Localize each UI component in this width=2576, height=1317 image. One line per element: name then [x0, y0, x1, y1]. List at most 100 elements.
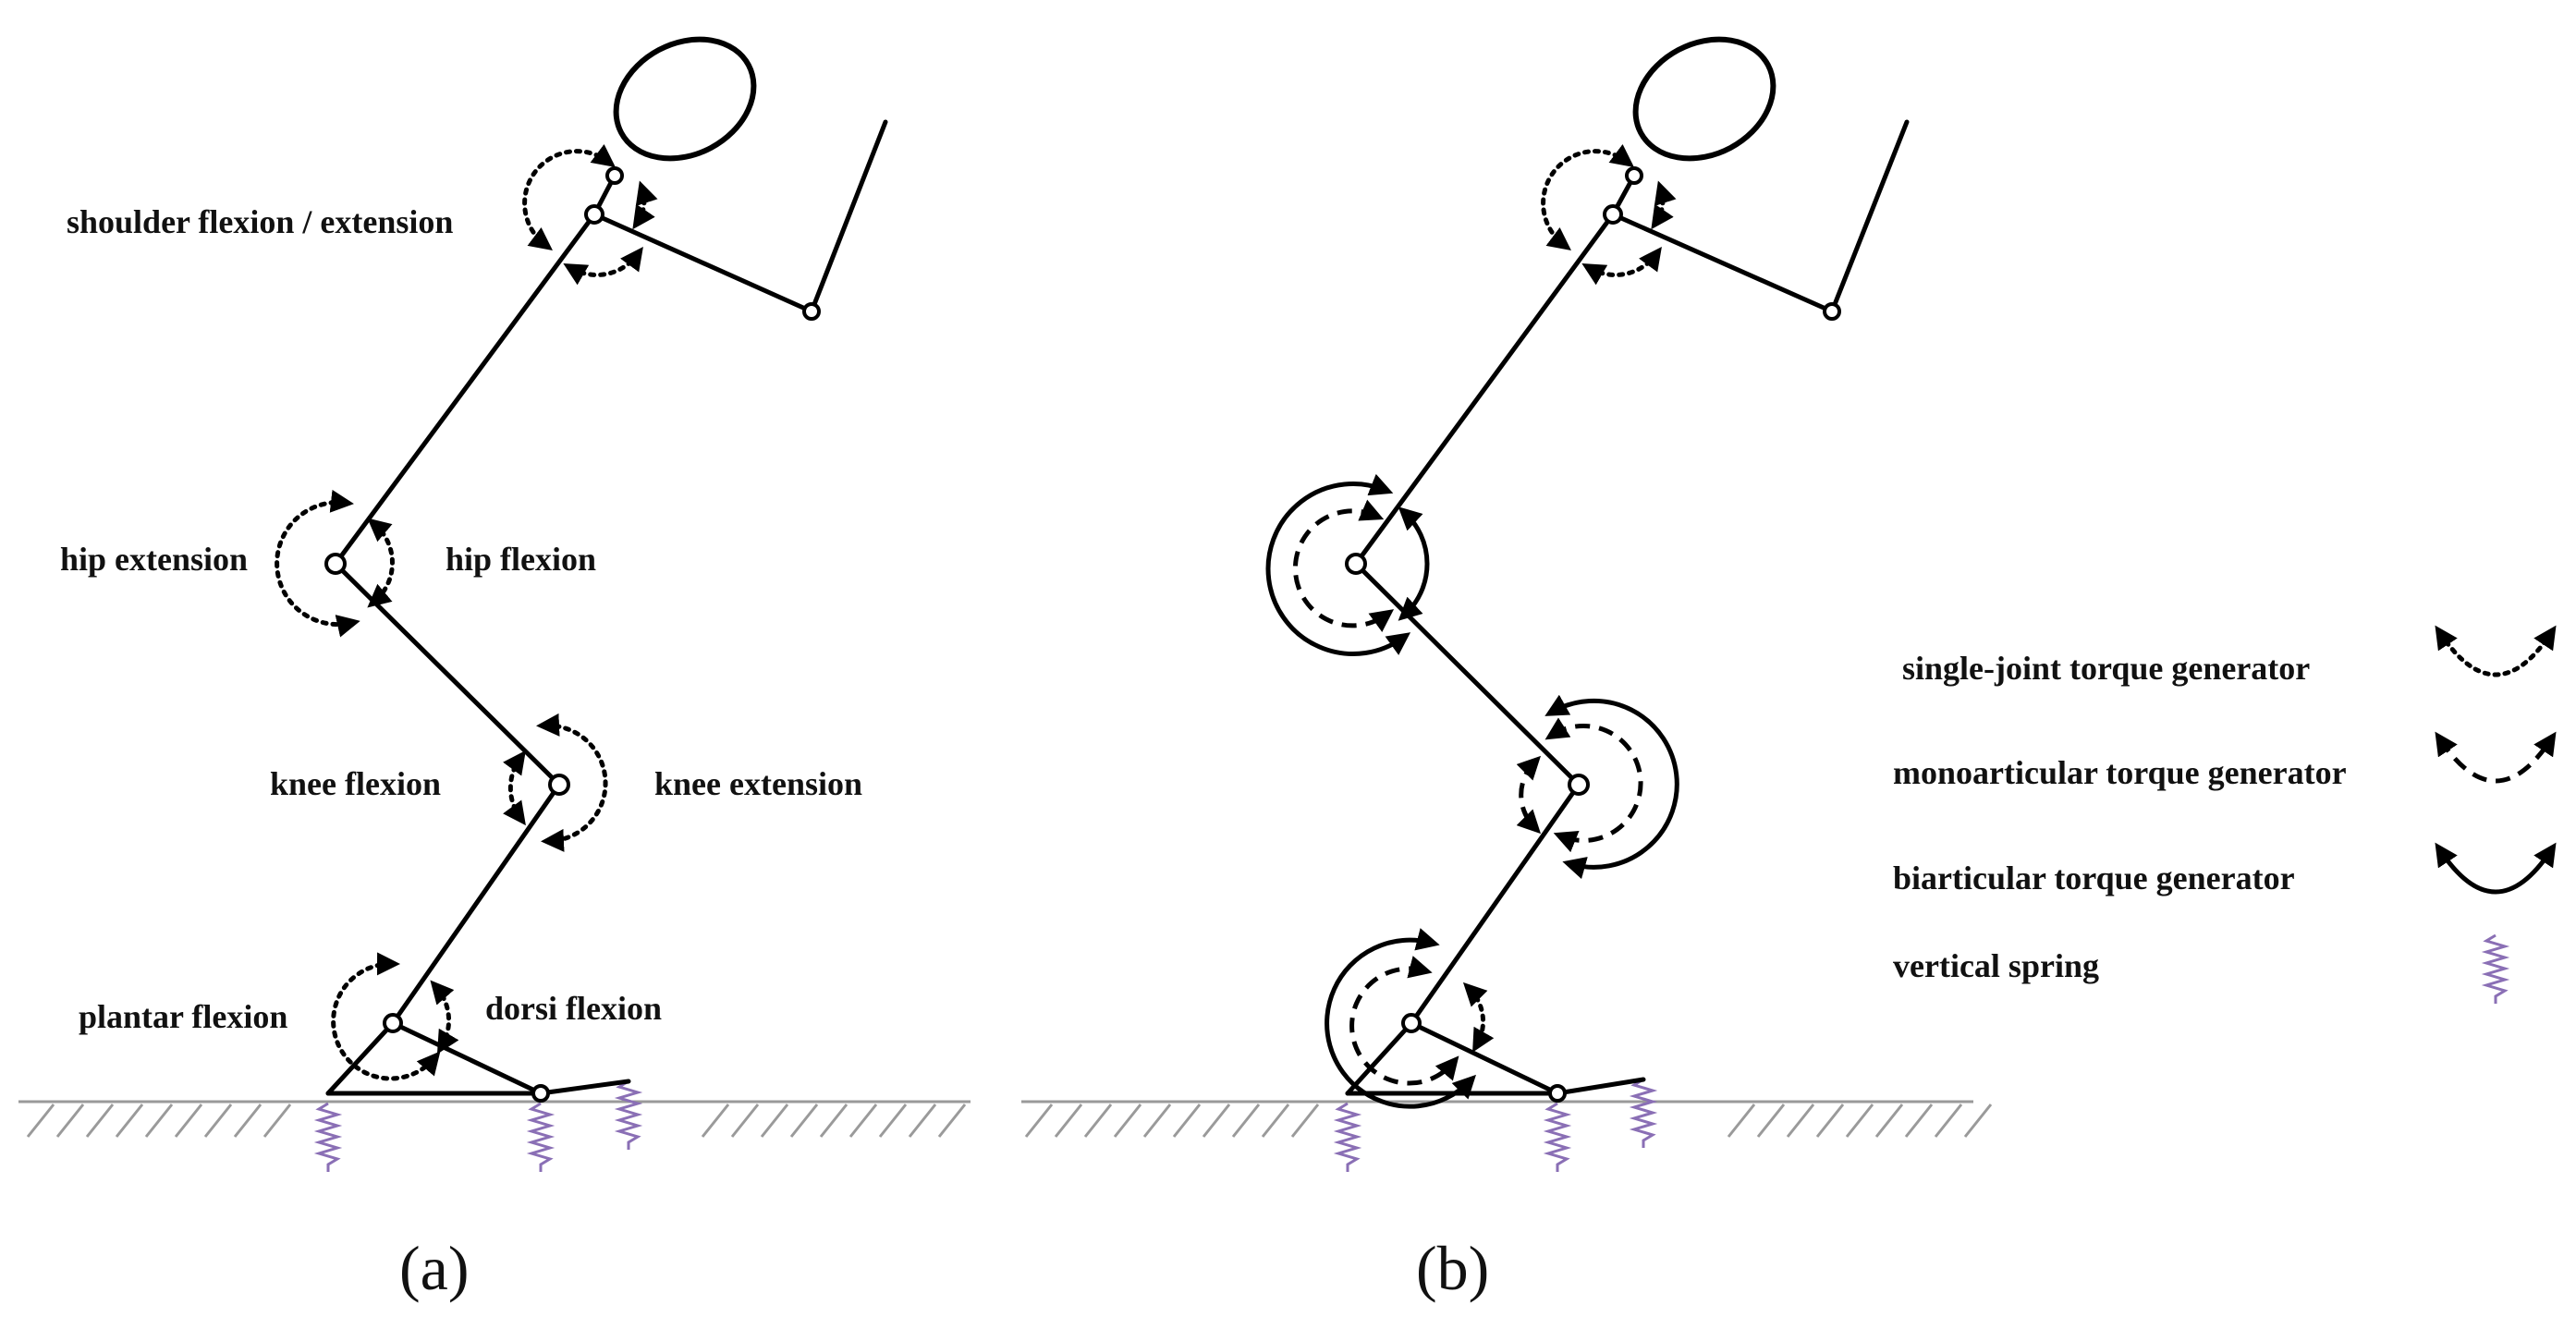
solid-arc-icon	[1265, 473, 1411, 656]
legend-label-spring: vertical spring	[1893, 947, 2099, 984]
hatch-mark	[1054, 1104, 1083, 1138]
hatch-mark	[233, 1104, 262, 1138]
hatch-mark	[1290, 1104, 1320, 1138]
monoarticular-b	[1292, 499, 1643, 1086]
hatch-mark	[144, 1104, 174, 1138]
dashed-arc-icon	[1292, 499, 1395, 632]
hatch-mark	[1845, 1104, 1874, 1138]
torques-b	[1462, 143, 1677, 1053]
dotted-arc-icon	[522, 143, 616, 251]
hatch-mark	[203, 1104, 233, 1138]
hatch-mark	[26, 1104, 55, 1138]
hatch-mark	[1113, 1104, 1142, 1138]
ankle-joint	[1401, 1013, 1422, 1033]
hatch-mark	[1024, 1104, 1054, 1138]
hatch-mark	[1756, 1104, 1786, 1138]
hatch-mark	[908, 1104, 937, 1138]
hatch-mark	[730, 1104, 760, 1138]
hatch-mark	[1934, 1104, 1963, 1138]
label-knee-extension: knee extension	[654, 765, 862, 802]
spring-icon	[526, 1102, 555, 1172]
hatch-mark	[1963, 1104, 1993, 1138]
label-shoulder: shoulder flexion / extension	[67, 203, 453, 240]
hatch-mark	[819, 1104, 848, 1138]
dashed-arc-icon	[1544, 717, 1643, 853]
spring-icon	[1629, 1078, 1658, 1148]
dotted-arc-icon	[430, 980, 459, 1055]
dashed-arc-icon	[1516, 755, 1541, 835]
hip-joint	[1345, 553, 1367, 575]
legend-label-monoarticular: monoarticular torque generator	[1893, 754, 2347, 791]
hatch-mark	[55, 1104, 85, 1138]
dashed-arc-icon	[2435, 731, 2557, 784]
hatch-mark	[174, 1104, 203, 1138]
dashed-arc-icon	[1349, 956, 1459, 1086]
dotted-arc-icon	[275, 489, 360, 638]
hatch-mark	[1815, 1104, 1845, 1138]
hand-joint	[802, 302, 821, 321]
springs-b	[1333, 1078, 1658, 1172]
hatch-mark	[789, 1104, 819, 1138]
panel-b-label: (b)	[1416, 1233, 1489, 1303]
panel-b: (b)	[1021, 36, 1973, 1303]
neck-joint	[605, 166, 624, 185]
hatch-mark	[848, 1104, 878, 1138]
dotted-arc-icon	[1541, 143, 1634, 251]
shoulder-joint	[1603, 204, 1623, 225]
hatch-mark	[1172, 1104, 1202, 1138]
legend-label-single-joint: single-joint torque generator	[1902, 650, 2310, 687]
dotted-arc-icon	[1581, 246, 1662, 286]
spring-icon	[1333, 1102, 1362, 1172]
dotted-arc-icon	[1651, 180, 1677, 230]
neck-joint	[1625, 166, 1643, 185]
spring-icon	[2481, 933, 2510, 1004]
dotted-arc-icon	[1462, 982, 1495, 1053]
label-dorsi-flexion: dorsi flexion	[485, 990, 662, 1027]
hand-joint	[1823, 302, 1841, 321]
knee-joint	[548, 774, 570, 796]
solid-arc-icon	[1544, 694, 1679, 880]
label-plantar-flexion: plantar flexion	[79, 998, 287, 1035]
dotted-arc-icon	[536, 713, 608, 852]
ground-hatches	[26, 1104, 1993, 1138]
springs-a	[313, 1079, 643, 1172]
hatch-mark	[1083, 1104, 1113, 1138]
hatch-mark	[262, 1104, 292, 1138]
solid-arc-icon	[2435, 842, 2557, 895]
hatch-mark	[115, 1104, 144, 1138]
legend: single-joint torque generator monoarticu…	[1893, 625, 2557, 1004]
hatch-mark	[937, 1104, 967, 1138]
toe-joint	[531, 1084, 550, 1103]
hatch-mark	[701, 1104, 730, 1138]
panel-a-label: (a)	[399, 1233, 469, 1303]
spring-icon	[1543, 1102, 1572, 1172]
hatch-mark	[1727, 1104, 1756, 1138]
hatch-mark	[1202, 1104, 1231, 1138]
hatch-mark	[1904, 1104, 1934, 1138]
solid-arc-icon	[1398, 506, 1430, 621]
hatch-mark	[878, 1104, 908, 1138]
hatch-mark	[85, 1104, 115, 1138]
label-knee-flexion: knee flexion	[270, 765, 441, 802]
solid-arc-icon	[1325, 928, 1476, 1109]
hatch-mark	[1142, 1104, 1172, 1138]
dotted-arc-icon	[632, 180, 658, 230]
knee-joint	[1568, 774, 1590, 796]
dotted-arc-icon	[2435, 625, 2557, 677]
toe-joint	[1548, 1084, 1567, 1103]
torques-a	[275, 143, 658, 1081]
hatch-mark	[1786, 1104, 1815, 1138]
biarticular-b	[1265, 473, 1679, 1109]
dotted-arc-icon	[367, 518, 395, 608]
hatch-mark	[1874, 1104, 1904, 1138]
spring-icon	[313, 1102, 343, 1172]
shoulder-joint	[584, 204, 604, 225]
panel-a: shoulder flexion / extension hip extensi…	[18, 36, 971, 1303]
joints-b	[1345, 166, 1841, 1103]
label-hip-extension: hip extension	[60, 541, 248, 578]
dotted-arc-icon	[563, 246, 643, 286]
hatch-mark	[1231, 1104, 1261, 1138]
joints-a	[324, 166, 821, 1103]
